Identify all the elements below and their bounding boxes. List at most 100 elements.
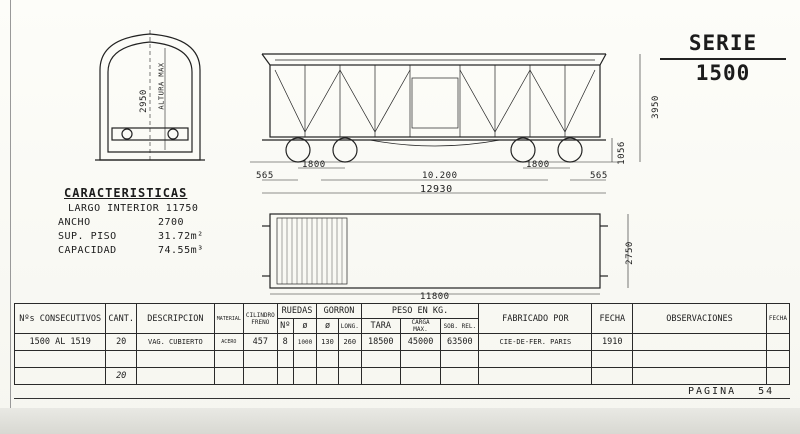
cell-carga: 45000 (399, 333, 442, 351)
characteristics-row: SUP. PISO 31.72m² (58, 231, 258, 242)
header-peso: PESO EN KG. (360, 303, 480, 319)
empty-cell (632, 350, 767, 368)
rolling-stock-register-table: Nºs CONSECUTIVOS CANT. DESCRIPCION MATER… (13, 303, 791, 385)
plan-width-label: 2750 (624, 241, 635, 265)
largo-interior: LARGO INTERIOR 11750 (68, 203, 199, 214)
empty-cell (276, 367, 294, 385)
characteristic-label: ANCHO (58, 217, 91, 228)
cell-tara: 18500 (360, 333, 401, 351)
empty-cell (360, 367, 401, 385)
cell-ruedas-d: 1000 (292, 333, 318, 351)
cell-cilindro: 457 (242, 333, 278, 351)
empty-cell (135, 367, 215, 385)
header-ruedas: RUEDAS (276, 303, 318, 319)
overall-length-label: 12930 (420, 184, 453, 195)
table-header-row: Nºs CONSECUTIVOS CANT. DESCRIPCION MATER… (13, 303, 791, 334)
ground-height-label: 1056 (616, 141, 627, 165)
header-fecha-2: FECHA (765, 303, 791, 334)
page-value: 54 (758, 386, 775, 397)
header-fecha: FECHA (591, 303, 634, 334)
header-gorron-d: ø (316, 318, 339, 334)
end-view-height-label: 2950 (138, 89, 149, 113)
header-ruedas-n: Nº (276, 318, 294, 334)
empty-cell (337, 350, 362, 368)
header-descripcion: DESCRIPCION (135, 303, 215, 334)
empty-cell (13, 367, 107, 385)
empty-cell (440, 350, 480, 368)
header-gorron: GORRON (316, 303, 362, 319)
header-consecutivos: Nºs CONSECUTIVOS (13, 303, 107, 334)
cell-material: ACERO (213, 333, 244, 351)
empty-cell (337, 367, 362, 385)
overhang-right-label: 565 (590, 171, 608, 181)
cell-observaciones (632, 333, 767, 351)
page-label: PAGINA (688, 386, 737, 397)
header-tara: TARA (360, 318, 401, 334)
characteristics-title: CARACTERISTICAS (64, 186, 188, 200)
end-view (95, 30, 205, 162)
characteristic-value: 31.72m² (158, 231, 204, 242)
header-sob: SOB. REL. (440, 318, 480, 334)
cell-ruedas-n: 8 (276, 333, 294, 351)
series-title: SERIE 1500 (660, 28, 786, 85)
plan-view (262, 213, 629, 295)
cell-footer-cant: 20 (105, 367, 137, 385)
empty-cell (478, 367, 593, 385)
empty-cell (242, 350, 278, 368)
overall-height-label: 3950 (650, 95, 661, 119)
empty-cell (213, 367, 244, 385)
cell-gorron-d: 130 (316, 333, 339, 351)
empty-cell (242, 367, 278, 385)
wheelbase-left-label: 1800 (302, 160, 326, 170)
overhang-left-label: 565 (256, 171, 274, 181)
empty-cell (213, 350, 244, 368)
cell-fecha: 1910 (591, 333, 634, 351)
left-margin-rule (0, 0, 11, 408)
characteristic-value: 2700 (158, 217, 185, 228)
scan-edge (0, 408, 800, 434)
empty-cell (105, 350, 137, 368)
header-fabricado: FABRICADO POR (478, 303, 593, 334)
cell-descripcion: VAG. CUBIERTO (135, 333, 215, 351)
empty-cell (399, 350, 442, 368)
wheelbase-right-label: 1800 (526, 160, 550, 170)
table-footer-row: 20 (13, 367, 791, 385)
plan-length-label: 11800 (420, 292, 450, 302)
technical-drawing (95, 30, 641, 295)
bottom-rule (14, 398, 790, 399)
empty-cell (13, 350, 107, 368)
header-cant: CANT. (105, 303, 137, 334)
characteristics-row: ANCHO 2700 (58, 217, 258, 228)
empty-cell (591, 350, 634, 368)
empty-cell (399, 367, 442, 385)
end-view-altura-label: ALTURA MAX (157, 62, 166, 110)
side-view (250, 53, 620, 163)
table-row: 1500 AL 1519 20 VAG. CUBIERTO ACERO 457 … (13, 333, 791, 351)
center-span-label: 10.200 (422, 171, 458, 181)
empty-cell (292, 350, 318, 368)
characteristic-label: CAPACIDAD (58, 245, 117, 256)
empty-cell (316, 367, 339, 385)
cell-sob: 63500 (440, 333, 480, 351)
empty-cell (440, 367, 480, 385)
characteristic-value: 74.55m³ (158, 245, 204, 256)
header-carga: CARGA MAX. (399, 318, 442, 334)
empty-cell (632, 367, 767, 385)
cell-cant: 20 (105, 333, 137, 351)
characteristics-block: CARACTERISTICAS LARGO INTERIOR 11750 ANC… (58, 186, 258, 256)
empty-cell (591, 367, 634, 385)
empty-cell (765, 367, 791, 385)
header-cilindro: CILINDRO FRENO (242, 303, 278, 334)
header-material: MATERIAL (213, 303, 244, 334)
header-gorron-long: LONG. (337, 318, 362, 334)
cell-fecha-2 (765, 333, 791, 351)
empty-cell (765, 350, 791, 368)
page-number: PAGINA 54 (688, 386, 774, 397)
cell-consecutivos: 1500 AL 1519 (13, 333, 107, 351)
empty-cell (135, 350, 215, 368)
characteristics-row: CAPACIDAD 74.55m³ (58, 245, 258, 256)
empty-cell (360, 350, 401, 368)
empty-cell (276, 350, 294, 368)
header-ruedas-d: ø (292, 318, 318, 334)
